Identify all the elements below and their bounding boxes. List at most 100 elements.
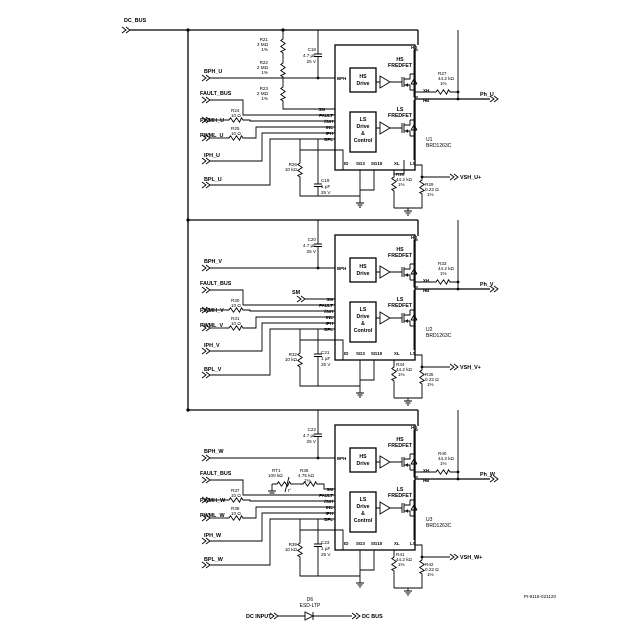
r35-tol: 1%: [427, 382, 434, 387]
r39-ref: R39: [289, 542, 298, 547]
u3-hs-drive-block: [349, 447, 377, 473]
u2-hs-drive-text1: HS: [359, 264, 367, 270]
r22-tol: 1%: [261, 70, 268, 75]
c21-value: 1 µF: [321, 356, 330, 361]
u2-ls-drive-text2: Drive: [357, 314, 370, 320]
u2-pin-fault: FAULT: [319, 303, 333, 308]
r36-value: 4.75 kΩ: [298, 473, 315, 478]
net-ph-w: Ph_W: [480, 472, 496, 478]
r27-tol: 1%: [440, 81, 447, 86]
r22-value: 2 MΩ: [257, 65, 269, 70]
u1-part: BRD1263C: [426, 143, 452, 149]
u3-pin-bph: BPH: [337, 456, 346, 461]
c23-voltage: 25 V: [321, 552, 331, 557]
c22-voltage: 25 V: [307, 439, 317, 444]
u1-hs-drive-block: [349, 67, 377, 93]
r27-ref: R27: [438, 71, 447, 76]
c19-value: 1 µF: [321, 184, 330, 189]
c23-ref: C23: [321, 540, 330, 545]
r41-ref: R41: [396, 552, 405, 557]
u2-ls-fet-text1: LS: [397, 297, 404, 303]
u3-hs-fet-text1: HS: [396, 437, 404, 443]
u2-hs-drive-block: [349, 257, 377, 283]
u3-ls-drive-text4: Control: [354, 518, 373, 524]
u2-pin-xh: XH: [423, 278, 429, 283]
net-fault-bus-u: FAULT_BUS: [200, 91, 232, 97]
u1-ls-fet-text1: LS: [397, 107, 404, 113]
net-bpl-u: BPL_U: [204, 177, 222, 183]
d6-part: ESD-LTP: [300, 603, 321, 609]
dc-bus-label: DC_BUS: [124, 18, 147, 24]
c22-value: 4.7 µF: [303, 433, 316, 438]
r30-ref: R30: [231, 298, 240, 303]
r36-ref: R36: [300, 468, 309, 473]
net-pwml-u: PWML_U: [200, 133, 223, 139]
c21-ref: C21: [321, 350, 330, 355]
r23-ref: R23: [260, 86, 269, 91]
u1-ls-drive-text4: Control: [354, 138, 373, 144]
u3-pin-bpl: BPL: [324, 517, 333, 522]
u1-hs-drive-text2: Drive: [357, 81, 370, 87]
r28-tol: 1%: [398, 182, 405, 187]
u2-part: BRD1263C: [426, 333, 452, 339]
u1-pin-fault: FAULT: [319, 113, 333, 118]
net-bph-v: BPH_V: [204, 259, 222, 265]
u2-hs-drive-text2: Drive: [357, 271, 370, 277]
u1-pin-bpl: BPL: [324, 137, 333, 142]
r34-value: 44.2 kΩ: [396, 367, 413, 372]
u3-pin-hb: HB: [423, 478, 429, 483]
rt1-ref: RT1: [272, 468, 281, 473]
u1-pin-hd: HD: [411, 45, 417, 50]
net-vsh-w: VSH_W+: [460, 555, 482, 561]
rt1-temp-symbol: t°: [288, 488, 291, 493]
u3-pin-hd: HD: [411, 425, 417, 430]
u2-pin-hd: HD: [411, 235, 417, 240]
r42-ref: R42: [425, 562, 434, 567]
r33-value: 44.2 kΩ: [438, 266, 455, 271]
r34-tol: 1%: [398, 372, 405, 377]
r21-ref: R21: [260, 37, 269, 42]
u3-pin-sg10: SG10: [371, 541, 383, 546]
u1-ls-fet-text2: FREDFET: [388, 113, 413, 119]
dc-bus-net: DC_BUS: [121, 18, 419, 426]
u2-ref: U2: [426, 327, 433, 333]
phase-w-stage: HS Drive LS Drive & Control HS FREDFET L…: [200, 410, 499, 596]
r40-ref: R40: [438, 451, 447, 456]
u2-ls-drive-block: [349, 301, 377, 343]
u1-ls-drive-block: [349, 111, 377, 153]
u2-ls-drive-text1: LS: [360, 307, 367, 313]
u3-pin-xl: XL: [394, 541, 400, 546]
r37-ref: R37: [231, 488, 240, 493]
u2-pin-sg10: SG10: [371, 351, 383, 356]
r38-ref: R38: [231, 506, 240, 511]
input-diode-d6: D6 ESD-LTP DC INPUT DC BUS: [246, 597, 383, 621]
net-fault-bus-v: FAULT_BUS: [200, 281, 232, 287]
net-ph-u: Ph_U: [480, 92, 494, 98]
r42-tol: 1%: [427, 572, 434, 577]
net-iph-v: IPH_V: [204, 343, 220, 349]
net-ph-v: Ph_V: [480, 282, 494, 288]
c19-voltage: 25 V: [321, 190, 331, 195]
u1-pin-ls: LS: [410, 161, 416, 166]
r26-ref: R26: [289, 162, 298, 167]
r33-tol: 1%: [440, 271, 447, 276]
r40-value: 44.2 kΩ: [438, 456, 455, 461]
u3-pin-sg3: SG3: [356, 541, 365, 546]
u2-ls-fet-text2: FREDFET: [388, 303, 413, 309]
r32-value: 10 kΩ: [285, 357, 298, 362]
r29-value: 0.22 Ω: [425, 187, 439, 192]
u3-pin-fault: FAULT: [319, 493, 333, 498]
u2-pin-hb: HB: [423, 288, 429, 293]
c20-voltage: 25 V: [307, 249, 317, 254]
phase-u-stage: HS Drive LS Drive & Control HS FREDFET L…: [200, 30, 499, 216]
r31-ref: R31: [231, 316, 240, 321]
u2-ls-drive-text4: Control: [354, 328, 373, 334]
r35-ref: R35: [425, 372, 434, 377]
r28-value: 44.2 kΩ: [396, 177, 413, 182]
net-sm-v: SM: [292, 290, 301, 296]
c20-ref: C20: [308, 237, 317, 242]
bus-sense-divider: R21 3 MΩ 1% R22 2 MΩ 1% R23 2 MΩ 1%: [257, 30, 335, 110]
phase-v-stage: HS Drive LS Drive & Control HS FREDFET L…: [200, 220, 499, 406]
u3-pin-inl: INL: [326, 505, 333, 510]
u1-hs-fet-text1: HS: [396, 57, 404, 63]
